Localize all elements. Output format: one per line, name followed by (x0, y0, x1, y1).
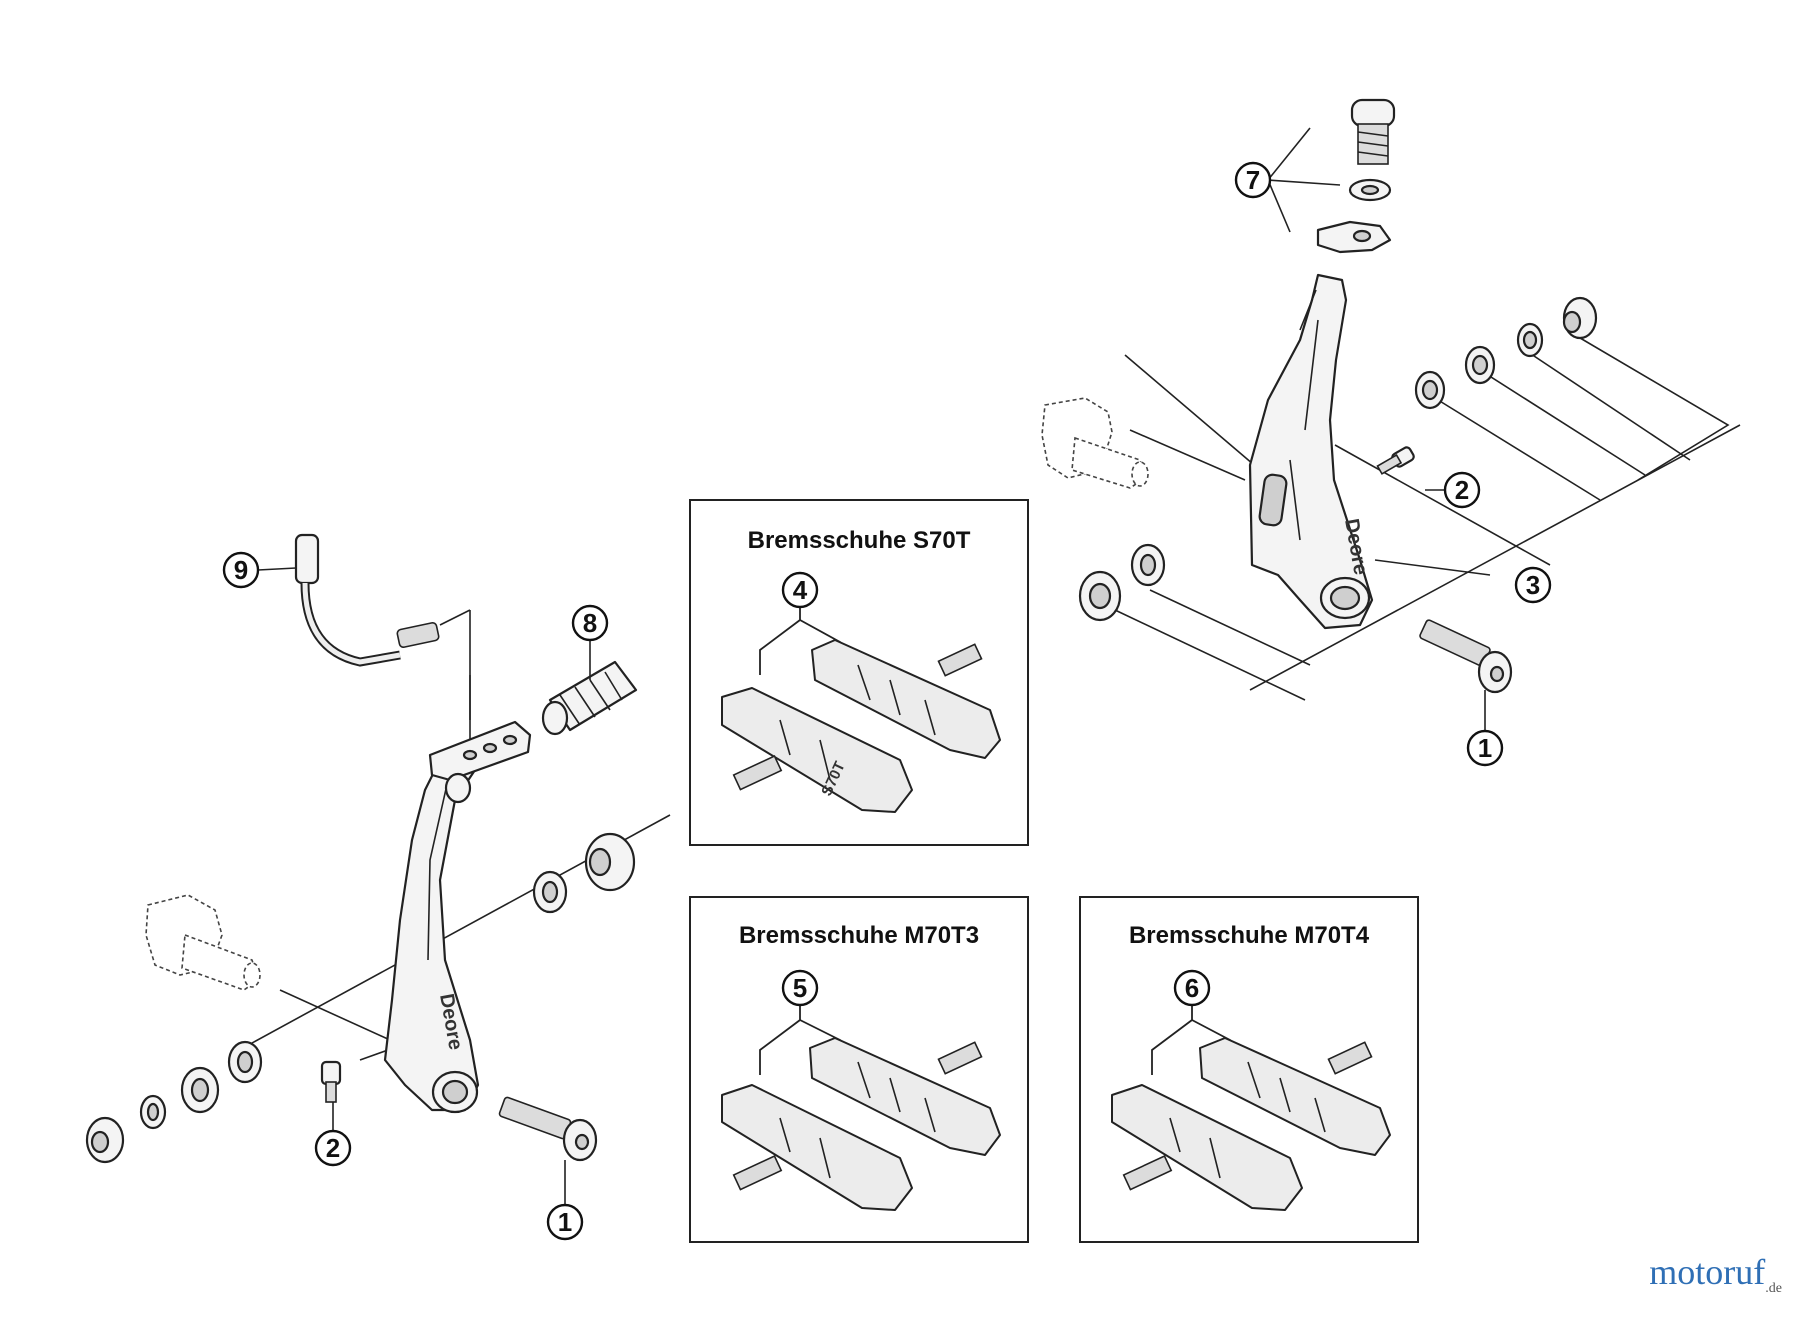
svg-text:3: 3 (1526, 570, 1540, 600)
mounting-bolt-right (1419, 619, 1513, 694)
m70t3-brake-shoe-back (809, 1037, 1001, 1156)
spring-tension-screw-left (320, 1060, 342, 1103)
cable-mount-plate (428, 720, 532, 804)
callout-2-left: 2 (314, 1102, 352, 1167)
cable-anchor-bolt-assembly (1316, 98, 1396, 254)
svg-text:5: 5 (793, 973, 807, 1003)
callout-5: 5 (781, 969, 819, 1007)
box-s70t-title: Bremsschuhe S70T (748, 527, 971, 554)
svg-text:7: 7 (1246, 165, 1260, 195)
callout-1-left: 1 (546, 1160, 584, 1241)
box-m70t4: Bremsschuhe M70T4 (1079, 896, 1419, 1243)
site-logo: motoruf.de (1649, 1251, 1782, 1297)
callout-2-right: 2 (1425, 471, 1481, 509)
s70t-brake-shoe-front: S70T (721, 687, 913, 813)
m70t4-brake-shoe-front (1111, 1084, 1303, 1211)
callout-8: 8 (571, 604, 609, 680)
frame-boss-ghost-right (1041, 397, 1149, 489)
cable-noodle (294, 533, 440, 667)
right-brake-arm-assembly: Deore (1041, 98, 1741, 701)
callout-4: 4 (781, 571, 819, 609)
svg-text:8: 8 (583, 608, 597, 638)
box-s70t: Bremsschuhe S70T S70T (689, 499, 1029, 846)
right-arm-slot (1258, 473, 1288, 527)
logo-text: motoruf (1649, 1251, 1766, 1292)
callout-9: 9 (222, 551, 297, 589)
logo-suffix: .de (1765, 1281, 1782, 1296)
svg-text:2: 2 (326, 1133, 340, 1163)
callout-3-leader-lines (1114, 334, 1741, 701)
frame-boss-ghost-left (145, 894, 261, 991)
left-brake-arm-assembly: Deore (85, 533, 1021, 1164)
mounting-bolt-left (498, 1096, 598, 1162)
box-m70t3: Bremsschuhe M70T3 (689, 896, 1029, 1243)
callout-6: 6 (1173, 969, 1211, 1007)
svg-text:6: 6 (1185, 973, 1199, 1003)
svg-text:1: 1 (558, 1207, 572, 1237)
svg-text:4: 4 (793, 575, 808, 605)
left-brake-arm (383, 753, 480, 1112)
callout-7: 7 (1234, 127, 1341, 233)
cable-boot (541, 660, 638, 736)
callout-1-right: 1 (1466, 690, 1504, 767)
callout-3: 3 (1514, 566, 1552, 604)
svg-text:1: 1 (1478, 733, 1492, 763)
box-m70t3-title: Bremsschuhe M70T3 (739, 922, 979, 949)
s70t-brake-shoe-back (811, 639, 1001, 759)
right-brake-arm (1248, 273, 1374, 630)
box-m70t4-title: Bremsschuhe M70T4 (1129, 922, 1370, 949)
m70t4-brake-shoe-back (1199, 1037, 1391, 1156)
m70t3-brake-shoe-front (721, 1084, 913, 1211)
svg-text:9: 9 (234, 555, 248, 585)
svg-text:2: 2 (1455, 475, 1469, 505)
spring-tension-screw-right (1376, 446, 1415, 475)
